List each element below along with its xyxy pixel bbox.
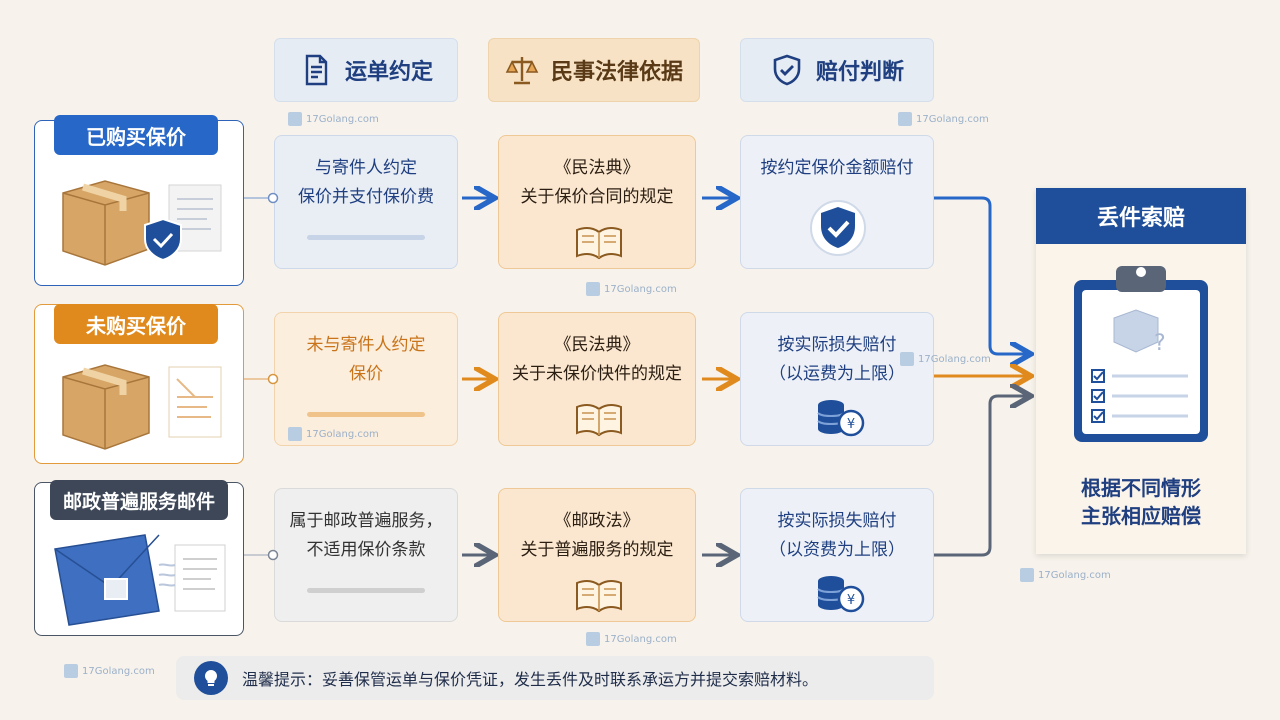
clipboard-icon: ?	[1074, 266, 1208, 442]
header-judgement: 赔付判断	[740, 38, 934, 102]
postal-law-line1: 《邮政法》	[554, 511, 640, 531]
postal-agreement-line2: 不适用保价条款	[306, 540, 426, 560]
insured-agreement-box: 与寄件人约定 保价并支付保价费	[274, 135, 458, 269]
svg-text:?: ?	[1154, 331, 1166, 356]
watermark: 17Golang.com	[64, 664, 155, 678]
claim-text: 根据不同情形 主张相应赔偿	[1036, 474, 1246, 530]
tip-bar: 温馨提示：妥善保管运单与保价凭证，发生丢件及时联系承运方并提交索赔材料。	[176, 656, 934, 700]
postal-result-line1: 按实际损失赔付	[777, 511, 897, 531]
uninsured-law-box: 《民法典》 关于未保价快件的规定	[498, 312, 696, 446]
insured-law-box: 《民法典》 关于保价合同的规定	[498, 135, 696, 269]
postal-result-line2: （以资费为上限）	[769, 540, 905, 560]
row1-to-claim	[934, 196, 1028, 354]
claim-panel: 丢件索赔 ? 根据不同情形 主张相应赔偿	[1036, 188, 1246, 554]
header-law: 民事法律依据	[488, 38, 700, 102]
row-insured-tag: 已购买保价	[54, 115, 218, 155]
watermark: 17Golang.com	[898, 112, 989, 126]
watermark: 17Golang.com	[586, 282, 677, 296]
svg-text:¥: ¥	[847, 593, 855, 608]
book-icon	[576, 579, 622, 613]
uninsured-law-line2: 关于未保价快件的规定	[512, 364, 682, 384]
insured-agreement-line2: 保价并支付保价费	[298, 187, 434, 207]
postal-law-line2: 关于普遍服务的规定	[520, 540, 674, 560]
watermark: 17Golang.com	[288, 427, 379, 441]
uninsured-result-line2: （以运费为上限）	[769, 364, 905, 384]
uninsured-result-line1: 按实际损失赔付	[777, 335, 897, 355]
shield-check-icon	[773, 54, 801, 86]
uninsured-agreement-line1: 未与寄件人约定	[306, 335, 426, 355]
scales-icon	[505, 57, 539, 85]
uninsured-agreement-box: 未与寄件人约定 保价	[274, 312, 458, 446]
header-judgement-label: 赔付判断	[815, 60, 904, 85]
insured-result-box: 按约定保价金额赔付	[740, 135, 934, 269]
coins-icon: ¥	[817, 400, 865, 437]
watermark: 17Golang.com	[900, 352, 991, 366]
header-law-label: 民事法律依据	[550, 60, 683, 85]
svg-text:¥: ¥	[847, 417, 855, 432]
uninsured-agreement-line2: 保价	[349, 364, 383, 384]
watermark: 17Golang.com	[288, 112, 379, 126]
header-waybill-label: 运单约定	[344, 60, 433, 85]
watermark: 17Golang.com	[1020, 568, 1111, 582]
coins-icon: ¥	[817, 576, 865, 613]
postal-result-box: 按实际损失赔付 （以资费为上限） ¥	[740, 488, 934, 622]
watermark: 17Golang.com	[586, 632, 677, 646]
envelope-stamp-icon	[54, 534, 226, 626]
row-uninsured-tag: 未购买保价	[54, 304, 218, 344]
header-waybill: 运单约定	[274, 38, 458, 102]
insured-agreement-line1: 与寄件人约定	[315, 158, 417, 178]
tip-text: 温馨提示：妥善保管运单与保价凭证，发生丢件及时联系承运方并提交索赔材料。	[242, 670, 819, 689]
package-icon	[62, 364, 222, 450]
document-icon	[305, 54, 328, 86]
uninsured-result-box: 按实际损失赔付 （以运费为上限） ¥	[740, 312, 934, 446]
postal-agreement-line1: 属于邮政普遍服务，	[289, 511, 443, 531]
row3-node	[267, 549, 279, 561]
postal-agreement-box: 属于邮政普遍服务， 不适用保价条款	[274, 488, 458, 622]
lightbulb-icon	[194, 661, 228, 695]
shield-check-icon	[810, 200, 866, 256]
row3-to-claim	[934, 396, 1028, 557]
postal-law-box: 《邮政法》 关于普遍服务的规定	[498, 488, 696, 622]
row2-node	[267, 373, 279, 385]
row-postal-tag: 邮政普遍服务邮件	[50, 480, 228, 520]
insured-result-line1: 按约定保价金额赔付	[760, 158, 914, 178]
package-shield-icon	[62, 180, 222, 266]
claim-title: 丢件索赔	[1036, 188, 1246, 244]
insured-law-line1: 《民法典》	[554, 158, 640, 178]
claim-body: ? 根据不同情形 主张相应赔偿	[1036, 244, 1246, 554]
row1-node	[267, 192, 279, 204]
claim-text-line1: 根据不同情形	[1081, 476, 1201, 500]
insured-law-line2: 关于保价合同的规定	[520, 187, 674, 207]
book-icon	[576, 226, 622, 260]
claim-text-line2: 主张相应赔偿	[1081, 504, 1201, 528]
uninsured-law-line1: 《民法典》	[554, 335, 640, 355]
book-icon	[576, 403, 622, 437]
